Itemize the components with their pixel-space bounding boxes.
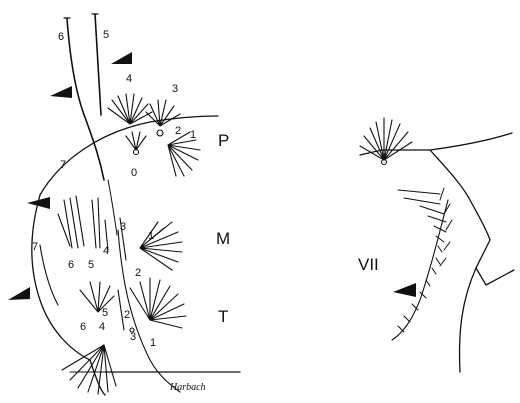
label-m-6: 6 (68, 259, 74, 271)
label-p-0: 0 (131, 167, 137, 179)
label-m-3: 3 (120, 221, 126, 233)
label-t-2: 2 (124, 309, 130, 321)
label-m-7: 7 (60, 159, 66, 171)
arrowhead-vii (393, 283, 416, 297)
segment-label-p: P (218, 131, 229, 150)
label-t-5: 5 (102, 307, 108, 319)
label-m-1: 1 (148, 230, 154, 242)
abdomen-segment-drawing: VII (358, 118, 514, 372)
label-t-7: 7 (32, 241, 38, 253)
arrowhead-4 (8, 287, 30, 300)
label-t-4: 4 (99, 321, 105, 333)
meta-setae (62, 278, 186, 394)
arrowhead-2 (50, 86, 72, 98)
label-m-5: 5 (88, 259, 94, 271)
label-head-6: 6 (58, 31, 64, 43)
label-t-6: 6 (80, 321, 86, 333)
label-p-2: 2 (175, 125, 181, 137)
label-p-4: 4 (126, 73, 132, 85)
arrowhead-1 (111, 52, 132, 64)
meso-setae (40, 196, 182, 305)
label-head-5: 5 (103, 29, 109, 41)
segment-label-vii: VII (358, 255, 379, 274)
thorax-drawing: 6 5 4 3 2 1 0 7 3 1 4 6 5 2 7 5 6 4 2 3 … (8, 14, 240, 395)
segment-label-m: M (216, 229, 230, 248)
label-t-3: 3 (130, 331, 136, 343)
label-m-2: 2 (135, 267, 141, 279)
label-p-1: 1 (190, 129, 196, 141)
comb-scales (398, 188, 452, 332)
artist-signature: Harbach (169, 382, 206, 393)
label-m-4: 4 (103, 245, 109, 257)
pro-setae (108, 94, 200, 176)
vii-setae-fan (360, 118, 412, 165)
label-p-3: 3 (172, 83, 178, 95)
segment-label-t: T (218, 307, 228, 326)
label-t-1: 1 (150, 337, 156, 349)
